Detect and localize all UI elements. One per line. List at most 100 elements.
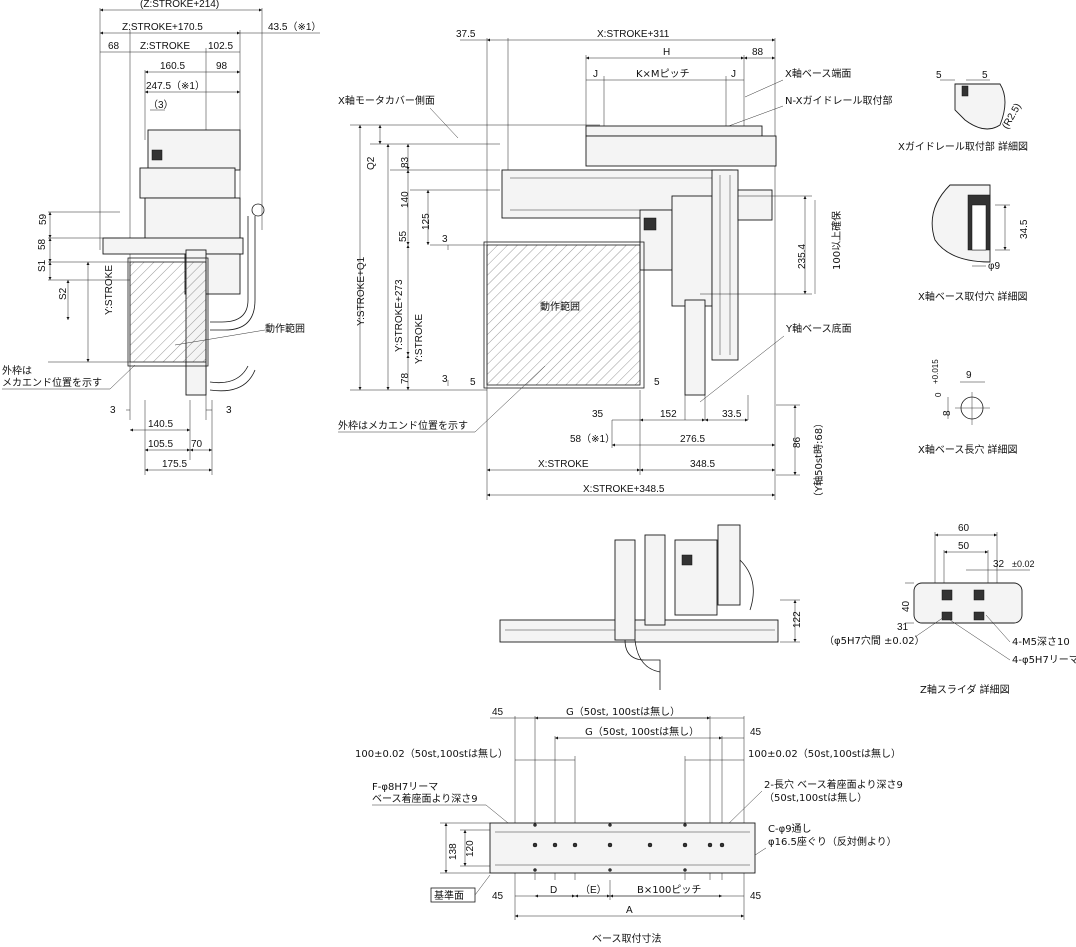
center-dim-3-bottom: 3 bbox=[442, 374, 448, 385]
center-dim-y-stroke-273: Y:STROKE+273 bbox=[394, 279, 405, 352]
left-dim-58: 58 bbox=[37, 238, 48, 250]
center-dim-y-stroke-q1: Y:STROKE+Q1 bbox=[356, 256, 367, 326]
center-dim-y-stroke: Y:STROKE bbox=[414, 314, 425, 364]
center-dim-37-5: 37.5 bbox=[456, 29, 476, 40]
y-motor bbox=[737, 189, 773, 221]
bot-label-f-phi8-1: F-φ8H7リーマ bbox=[372, 782, 438, 793]
bot-dim-bx100: B×100ピッチ bbox=[637, 884, 701, 896]
center-dim-5-right: 5 bbox=[654, 377, 660, 388]
zs-m5: 4-M5深さ10 bbox=[1012, 636, 1070, 648]
hole-detail: 34.5 φ9 X軸ベース取付穴 詳細図 bbox=[918, 184, 1030, 303]
guide-dim-5a: 5 bbox=[936, 70, 942, 81]
left-connector bbox=[151, 149, 163, 161]
left-dim-68: 68 bbox=[108, 41, 120, 52]
center-dim-276-5: 276.5 bbox=[680, 434, 705, 445]
mid-column bbox=[614, 539, 636, 641]
center-dim-q2: Q2 bbox=[366, 156, 377, 170]
left-dim-3-paren: （3） bbox=[148, 99, 174, 111]
slot-dim-9: 9 bbox=[966, 370, 972, 381]
slot-detail-caption: X軸ベース長穴 詳細図 bbox=[918, 443, 1018, 456]
center-label-outer-frame: 外枠はメカエンド位置を示す bbox=[338, 419, 468, 432]
slider-logo bbox=[643, 217, 657, 231]
center-label-guide-mount: N-Xガイドレール取付部 bbox=[785, 94, 892, 107]
mid-head bbox=[674, 539, 718, 616]
bot-holes bbox=[532, 823, 725, 872]
bot-dim-a: A bbox=[626, 905, 633, 916]
left-cable bbox=[210, 216, 256, 331]
zs-dim-60: 60 bbox=[958, 523, 970, 534]
left-dim-102-5: 102.5 bbox=[208, 41, 233, 52]
bot-dim-pitch-left: 100±0.02（50st,100stは無し） bbox=[355, 747, 508, 760]
slot-dim-tol0: 0 bbox=[934, 392, 943, 397]
center-label-motor-cover: X軸モータカバー側面 bbox=[338, 94, 435, 107]
center-dim-58: 58（※1） bbox=[570, 433, 615, 445]
hole-detail-caption: X軸ベース取付穴 詳細図 bbox=[918, 290, 1028, 303]
bot-dim-g-inner: G（50st, 100stは無し） bbox=[585, 725, 699, 738]
hole-dim-34-5: 34.5 bbox=[1019, 219, 1030, 239]
left-label-outer-frame-2: メカエンド位置を示す bbox=[2, 376, 102, 389]
z-motor-block bbox=[147, 129, 241, 171]
slot-dim-tol: +0.015 bbox=[931, 359, 940, 384]
left-dim-98: 98 bbox=[216, 61, 228, 72]
center-dim-83: 83 bbox=[400, 156, 411, 168]
zs-dim-40: 40 bbox=[901, 600, 912, 612]
zs-dim-50: 50 bbox=[958, 541, 970, 552]
left-cable-loop bbox=[209, 369, 256, 392]
center-dim-55: 55 bbox=[398, 230, 409, 242]
center-dim-3-top: 3 bbox=[442, 234, 448, 245]
center-operating-range bbox=[486, 244, 641, 386]
center-dim-35: 35 bbox=[592, 409, 604, 420]
center-dim-j-left: J bbox=[593, 69, 598, 80]
x-guide-rail bbox=[585, 125, 763, 137]
left-dim-z-stroke-170-5: Z:STROKE+170.5 bbox=[122, 22, 203, 33]
center-dim-33-5: 33.5 bbox=[722, 409, 742, 420]
center-dim-152: 152 bbox=[660, 409, 677, 420]
left-dim-z-stroke-214: (Z:STROKE+214) bbox=[140, 0, 219, 10]
center-label-y-base-bottom: Y軸ベース底面 bbox=[785, 322, 852, 335]
z-axis-body bbox=[144, 197, 241, 241]
x-axis-top bbox=[585, 135, 777, 167]
bot-label-ref-surface: 基準面 bbox=[434, 889, 464, 902]
center-label-x-base-end: X軸ベース端面 bbox=[785, 67, 851, 80]
left-dim-175-5: 175.5 bbox=[162, 459, 187, 470]
center-dim-x-stroke: X:STROKE bbox=[538, 459, 589, 470]
left-label-operating-range: 動作範囲 bbox=[265, 322, 305, 335]
center-dim-78: 78 bbox=[400, 372, 411, 384]
center-dim-h: H bbox=[663, 47, 670, 58]
guide-rail-detail: 5 5 (R2.5) Xガイドレール取付部 詳細図 bbox=[898, 70, 1028, 153]
center-dim-x-stroke-348-5: X:STROKE+348.5 bbox=[583, 484, 665, 495]
left-dim-s2: S2 bbox=[58, 287, 69, 300]
bot-caption: ベース取付寸法 bbox=[592, 932, 662, 945]
center-dim-kxm: K×Mピッチ bbox=[636, 68, 690, 80]
guide-dim-5b: 5 bbox=[982, 70, 988, 81]
left-dim-3-right: 3 bbox=[226, 405, 232, 416]
left-label-outer-frame-1: 外枠は bbox=[2, 364, 32, 377]
y-axis-column bbox=[711, 169, 739, 361]
y-base-plate bbox=[102, 237, 244, 255]
bot-dim-45-tl: 45 bbox=[492, 707, 504, 718]
bot-dim-d: D bbox=[550, 885, 557, 896]
zs-dim-32: 32 bbox=[993, 559, 1005, 570]
center-label-operating-range: 動作範囲 bbox=[540, 300, 580, 313]
mid-x-base bbox=[499, 619, 779, 643]
bot-label-f-phi8-2: ベース着座面より深さ9 bbox=[372, 792, 478, 805]
center-dim-86-note: （Y軸50st時:68） bbox=[812, 418, 825, 502]
mid-motor bbox=[717, 524, 741, 606]
left-dim-160-5: 160.5 bbox=[160, 61, 185, 72]
middle-view: 122 bbox=[499, 524, 803, 690]
zs-caption: Z軸スライダ 詳細図 bbox=[920, 683, 1010, 696]
center-dim-j-right: J bbox=[731, 69, 736, 80]
left-dim-3-left: 3 bbox=[110, 405, 116, 416]
bot-dim-120: 120 bbox=[465, 840, 476, 857]
bot-dim-pitch-right: 100±0.02（50st,100stは無し） bbox=[748, 747, 901, 760]
center-dim-clearance: 100以上確保 bbox=[830, 211, 843, 270]
slot-dim-8: 8 bbox=[942, 410, 953, 416]
mid-dim-122: 122 bbox=[792, 611, 803, 628]
left-dim-y-stroke: Y:STROKE bbox=[104, 265, 115, 315]
left-bolt bbox=[251, 203, 265, 217]
left-dim-z-stroke: Z:STROKE bbox=[140, 41, 190, 52]
mid-column-2 bbox=[644, 534, 666, 626]
center-dim-86: 86 bbox=[792, 436, 803, 448]
center-dim-88: 88 bbox=[752, 47, 764, 58]
